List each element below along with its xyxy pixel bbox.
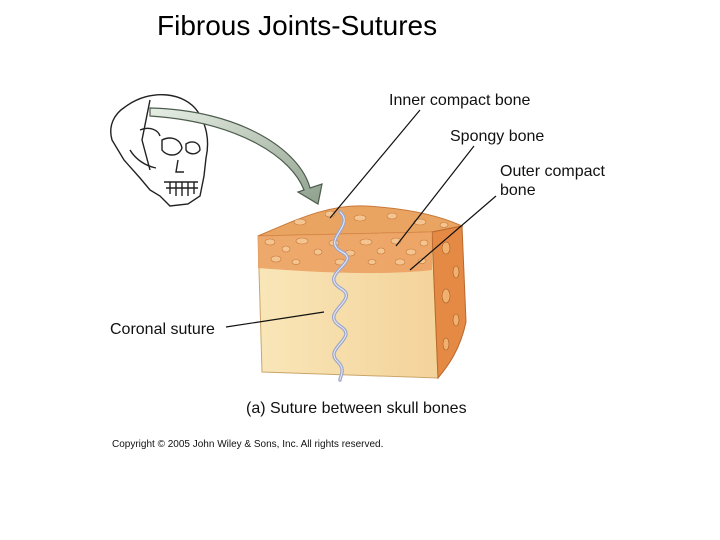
label-spongy-bone: Spongy bone bbox=[450, 128, 544, 145]
label-outer-compact-bone-line1: Outer compact bbox=[500, 163, 605, 180]
label-inner-compact-bone: Inner compact bone bbox=[389, 92, 531, 109]
label-outer-compact-bone-line2: bone bbox=[500, 182, 536, 199]
figure-caption: (a) Suture between skull bones bbox=[246, 400, 467, 417]
copyright-notice: Copyright © 2005 John Wiley & Sons, Inc.… bbox=[112, 439, 383, 450]
leader-lines bbox=[225, 109, 497, 328]
pointer-arrow bbox=[149, 107, 323, 205]
bone-block bbox=[257, 205, 467, 382]
skull-illustration bbox=[110, 94, 209, 207]
label-coronal-suture: Coronal suture bbox=[110, 321, 215, 338]
slide-title: Fibrous Joints-Sutures bbox=[157, 10, 438, 41]
